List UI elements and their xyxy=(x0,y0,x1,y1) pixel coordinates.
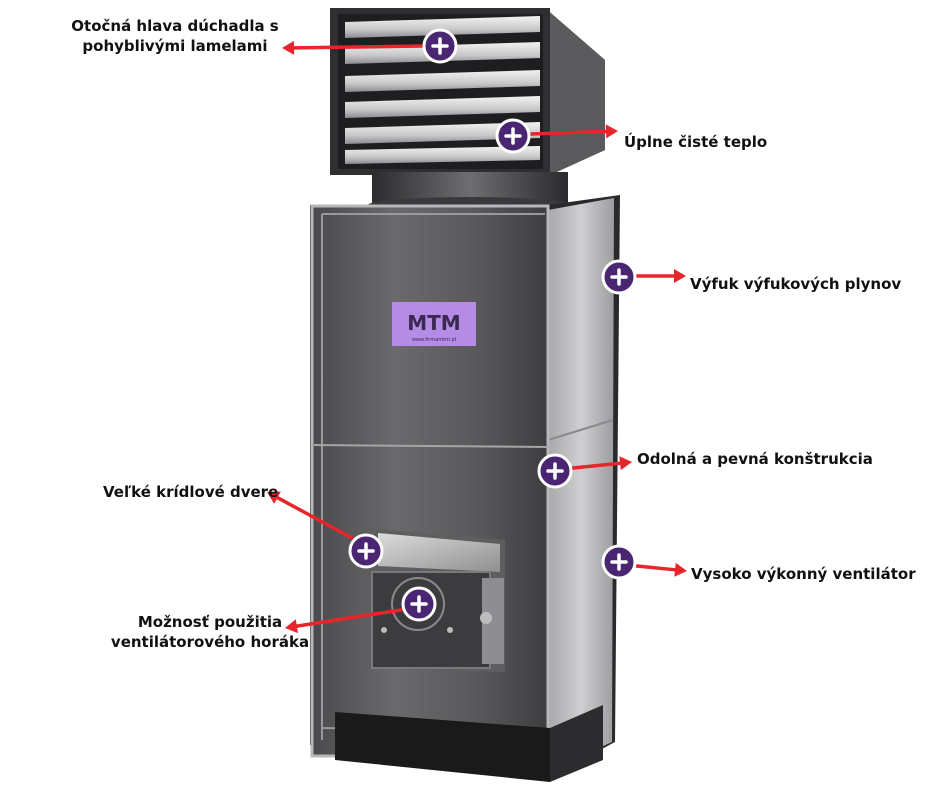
arrow-burner xyxy=(295,608,403,628)
callout-line: ventilátorového horáka xyxy=(110,633,310,651)
arrow-construction xyxy=(571,461,622,470)
plus-icon xyxy=(431,37,449,55)
arrow-swivel-head xyxy=(292,44,424,50)
marker-swivel-head[interactable] xyxy=(422,28,458,64)
arrow-head-swivel-head xyxy=(282,40,295,55)
marker-construction[interactable] xyxy=(537,453,573,489)
cabinet-door xyxy=(365,528,505,672)
plus-icon xyxy=(546,462,564,480)
callout-label-clean-heat: Úplne čisté teplo xyxy=(624,132,767,152)
arrow-head-exhaust xyxy=(674,269,686,283)
callout-label-burner: Možnosť použitia ventilátorového horáka xyxy=(110,612,310,652)
arrow-doors xyxy=(275,495,354,540)
marker-doors[interactable] xyxy=(348,533,384,569)
callout-line: Veľké krídlové dvere xyxy=(103,483,279,501)
plus-icon xyxy=(357,542,375,560)
arrow-head-fan xyxy=(674,562,687,577)
callout-markers xyxy=(348,28,637,622)
plus-icon xyxy=(504,127,522,145)
callout-arrows xyxy=(267,40,687,634)
blower-head xyxy=(330,8,605,175)
marker-burner[interactable] xyxy=(401,586,437,622)
logo-url: www.firmamtm.pl xyxy=(412,337,456,343)
callout-label-exhaust: Výfuk výfukových plynov xyxy=(690,274,901,294)
logo-text: MTM xyxy=(407,311,460,335)
plus-icon xyxy=(610,553,628,571)
arrow-head-clean-heat xyxy=(605,124,618,139)
plus-icon xyxy=(410,595,428,613)
arrow-fan xyxy=(635,564,677,572)
callout-label-fan: Vysoko výkonný ventilátor xyxy=(691,564,916,584)
plus-icon xyxy=(610,268,628,286)
callout-label-swivel-head: Otočná hlava dúchadla s pohyblivými lame… xyxy=(60,16,290,56)
logo-plate: MTM www.firmamtm.pl xyxy=(392,302,476,346)
marker-fan[interactable] xyxy=(601,544,637,580)
arrow-clean-heat xyxy=(529,129,608,136)
callout-line: Vysoko výkonný ventilátor xyxy=(691,565,916,583)
marker-exhaust[interactable] xyxy=(601,259,637,295)
logo-background xyxy=(392,302,476,346)
callout-label-construction: Odolná a pevná konštrukcia xyxy=(637,449,873,469)
callout-line: Úplne čisté teplo xyxy=(624,133,768,151)
callout-line: Odolná a pevná konštrukcia xyxy=(637,450,873,468)
callout-line: Otočná hlava dúchadla s xyxy=(71,17,279,35)
marker-clean-heat[interactable] xyxy=(495,118,531,154)
cabinet xyxy=(310,195,620,782)
arrow-head-burner xyxy=(285,619,298,634)
arrow-head-doors xyxy=(267,491,281,504)
arrow-head-construction xyxy=(619,456,632,471)
callout-line: pohyblivými lamelami xyxy=(82,37,268,55)
callout-line: Výfuk výfukových plynov xyxy=(690,275,902,293)
callout-label-doors: Veľké krídlové dvere xyxy=(103,482,278,502)
callout-line: Možnosť použitia xyxy=(137,613,283,631)
